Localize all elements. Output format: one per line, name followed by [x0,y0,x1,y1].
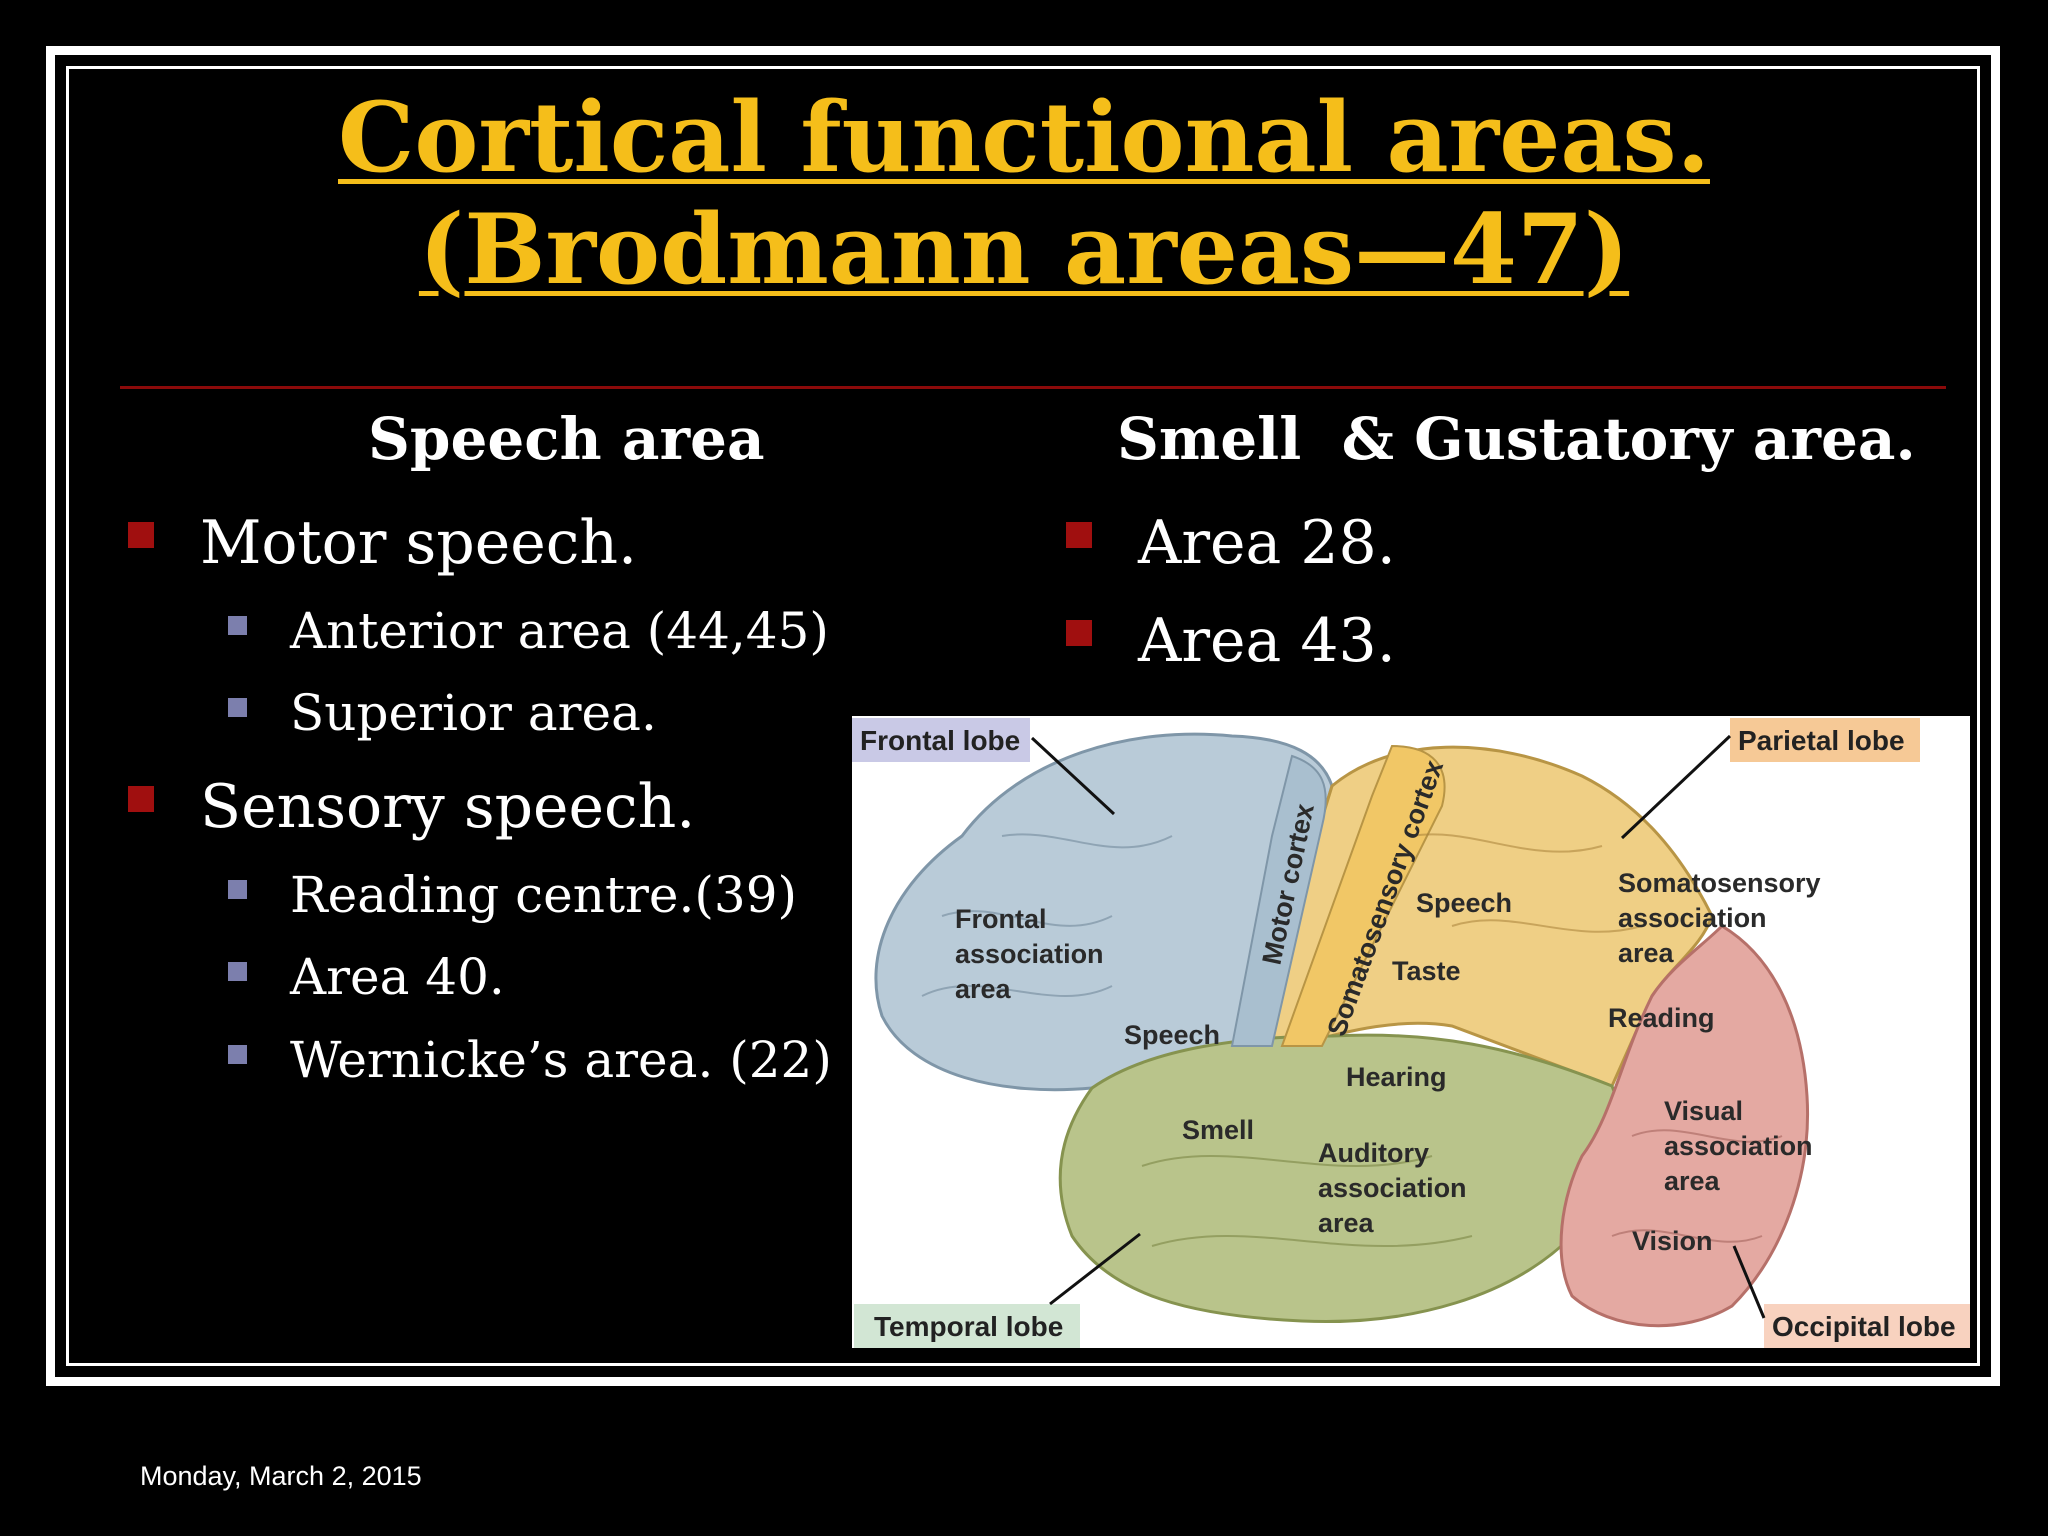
bullet-marker [1066,620,1092,646]
reading-label: Reading [1608,1003,1715,1033]
temporal-leader-line [1049,1232,1141,1306]
parietal-leader-line [1620,734,1732,840]
bullet-marker [1066,522,1092,548]
sub-bullet-wernickes-area: Wernicke’s area. (22) [290,1031,832,1089]
bullet-area-28: Area 28. [1138,508,1396,578]
auditory-assoc-label-2: association [1318,1173,1467,1203]
occipital-lobe-label: Occipital lobe [1772,1311,1956,1342]
bullet-motor-speech: Motor speech. [200,508,638,578]
bullet-sensory-speech: Sensory speech. [200,772,696,842]
visual-assoc-label-3: area [1664,1166,1721,1196]
frontal-assoc-label-3: area [955,974,1012,1004]
speech-frontal-label: Speech [1124,1020,1220,1050]
title-line-1: Cortical functional areas. [338,81,1710,194]
auditory-assoc-label-3: area [1318,1208,1375,1238]
occipital-lobe-tag [1764,1304,1970,1348]
sub-bullet-reading-centre: Reading centre.(39) [290,866,798,924]
slide-title: Cortical functional areas. (Brodmann are… [0,82,2048,306]
visual-assoc-label-1: Visual [1664,1096,1743,1126]
frontal-assoc-label-1: Frontal [955,904,1047,934]
auditory-assoc-label-1: Auditory [1318,1138,1429,1168]
parietal-lobe-tag [1730,718,1920,762]
slide-border-outer [46,46,2000,1386]
speech-parietal-label: Speech [1416,888,1512,918]
sub-bullet-marker [228,616,247,635]
title-line-2: (Brodmann areas—47) [418,193,1630,306]
sub-bullet-superior-area: Superior area. [290,684,657,742]
temporal-lobe-tag [854,1304,1080,1348]
sub-bullet-marker [228,880,247,899]
somatosensory-assoc-label-1: Somatosensory [1618,868,1821,898]
slide-border-inner [66,66,1980,1366]
bullet-marker [128,522,154,548]
frontal-leader-line [1030,736,1116,816]
sub-bullet-marker [228,698,247,717]
speech-area-heading: Speech area [368,405,765,473]
somatosensory-cortex-strip [1280,744,1446,1047]
hearing-label: Hearing [1346,1062,1447,1092]
frontal-lobe-tag [852,718,1030,762]
bullet-area-43: Area 43. [1138,606,1396,676]
parietal-lobe-label: Parietal lobe [1738,725,1905,756]
sub-bullet-marker [228,962,247,981]
smell-gustatory-heading: Smell & Gustatory area. [1117,405,1916,473]
sub-bullet-anterior-area: Anterior area (44,45) [290,602,829,660]
somatosensory-assoc-label-3: area [1618,938,1675,968]
occipital-leader-line [1732,1245,1766,1319]
motor-cortex-strip [1230,754,1327,1047]
vision-label: Vision [1632,1226,1713,1256]
somatosensory-assoc-label-2: association [1618,903,1767,933]
footer-date: Monday, March 2, 2015 [140,1461,422,1491]
brain-diagram: Frontal lobe Parietal lobe Temporal lobe… [852,716,1970,1348]
occipital-lobe-region [1559,924,1810,1328]
taste-label: Taste [1392,956,1461,986]
sub-bullet-area-40: Area 40. [290,948,505,1006]
sub-bullet-marker [228,1045,247,1064]
title-divider [120,386,1946,389]
smell-label: Smell [1182,1115,1254,1145]
temporal-lobe-label: Temporal lobe [874,1311,1063,1342]
visual-assoc-label-2: association [1664,1131,1813,1161]
frontal-lobe-label: Frontal lobe [860,725,1020,756]
frontal-assoc-label-2: association [955,939,1104,969]
bullet-marker [128,786,154,812]
